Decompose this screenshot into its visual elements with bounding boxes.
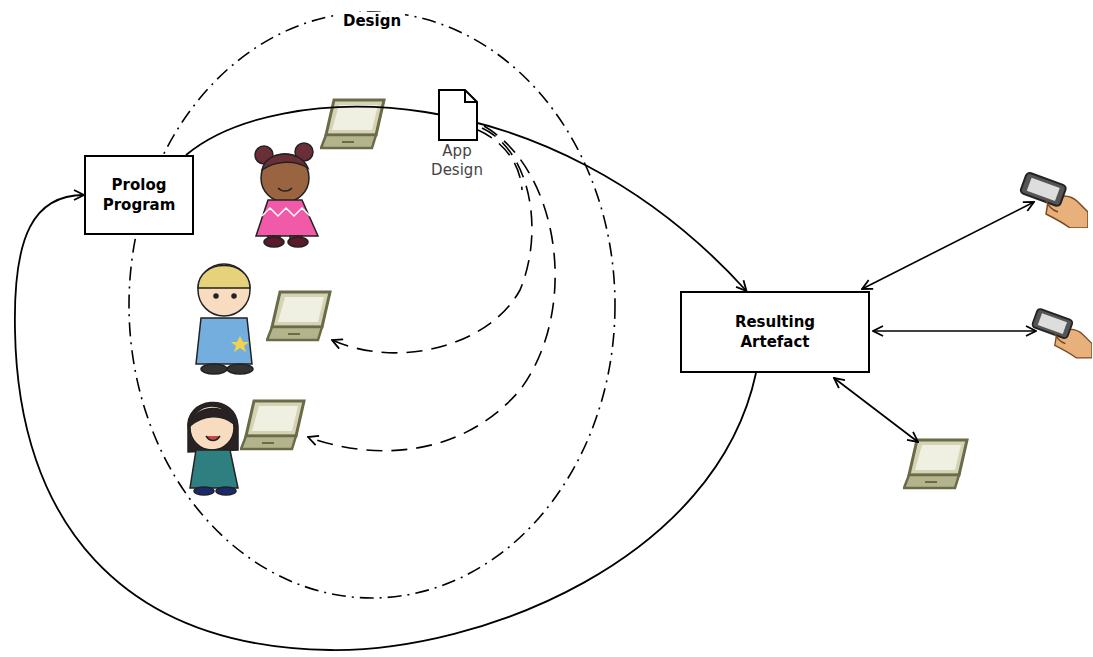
process-box: Resulting Artefact (680, 291, 870, 373)
connectors (15, 107, 756, 650)
distribution-arcs (308, 126, 555, 451)
person-figure (196, 264, 253, 374)
phone-in-hand (1032, 308, 1092, 358)
document-symbol (435, 88, 479, 142)
laptop-icon (241, 401, 304, 449)
flow-arrow (15, 195, 756, 650)
person-figure (255, 143, 318, 247)
node-text: Prolog Program (92, 175, 186, 215)
laptop-icon (904, 440, 967, 488)
node-text: Resulting Artefact (710, 312, 840, 352)
laptop-icon (267, 292, 330, 340)
process-box: Prolog Program (84, 155, 194, 235)
node-text: App Design (426, 142, 488, 180)
person-figure (188, 402, 238, 495)
design-region (129, 12, 615, 598)
region-label: Design (339, 12, 405, 30)
phone-in-hand (1020, 172, 1088, 228)
document-icon: App Design (421, 88, 493, 180)
